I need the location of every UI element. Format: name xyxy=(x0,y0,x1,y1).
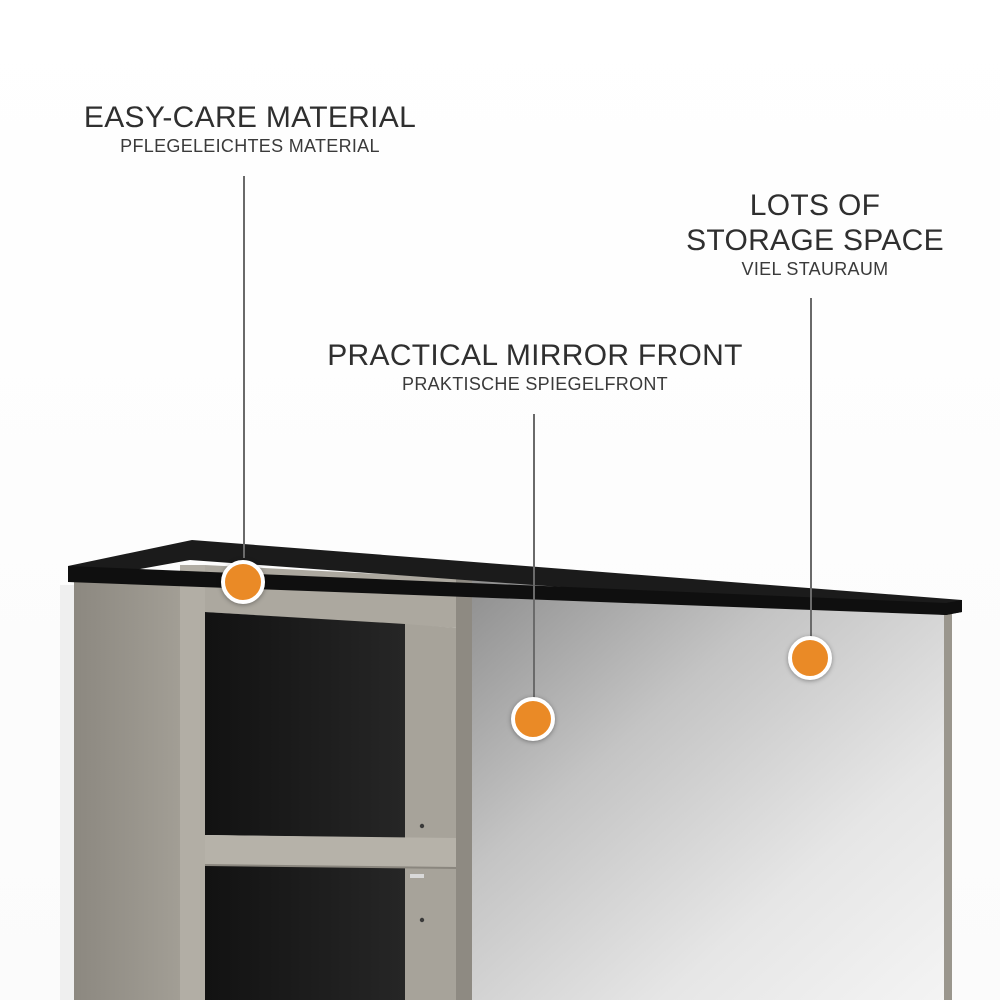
compartment-right-wall xyxy=(405,624,458,1000)
callout-easy-care-material: EASY-CARE MATERIAL PFLEGELEICHTES MATERI… xyxy=(40,100,460,157)
shelf-compartment-lower xyxy=(205,865,405,1000)
orange-dot-marker xyxy=(788,636,832,680)
middle-shelf xyxy=(205,835,458,868)
callout-title-line1: LOTS OF xyxy=(749,189,881,222)
callout-subtitle: VIEL STAURAUM xyxy=(741,259,889,279)
callout-subtitle: PFLEGELEICHTES MATERIAL xyxy=(120,136,380,156)
callout-leader-line xyxy=(810,298,812,638)
callout-storage-space: LOTS OF STORAGE SPACE VIEL STAURAUM xyxy=(660,188,970,280)
cabinet-top-board-front xyxy=(68,566,962,615)
callout-title-line2: STORAGE SPACE xyxy=(686,224,944,257)
callout-mirror-front: PRACTICAL MIRROR FRONT PRAKTISCHE SPIEGE… xyxy=(320,338,750,395)
cabinet-divider xyxy=(456,578,472,1000)
callout-title: EASY-CARE MATERIAL xyxy=(83,101,417,134)
shelf-pin xyxy=(410,874,424,878)
mirror-door xyxy=(472,580,950,1000)
cabinet-left-inner-edge xyxy=(180,565,205,1000)
orange-dot-marker xyxy=(511,697,555,741)
cabinet-left-side xyxy=(74,580,180,1000)
callout-leader-line xyxy=(243,176,245,558)
cabinet-right-edge xyxy=(944,607,952,1000)
orange-dot-marker xyxy=(221,560,265,604)
callout-subtitle: PRAKTISCHE SPIEGELFRONT xyxy=(402,374,668,394)
callout-leader-line xyxy=(533,414,535,698)
shelf-compartment-upper xyxy=(205,612,405,838)
shelf-peg-hole xyxy=(419,917,425,923)
shelf-peg-hole xyxy=(419,823,425,829)
callout-title: PRACTICAL MIRROR FRONT xyxy=(327,339,743,372)
